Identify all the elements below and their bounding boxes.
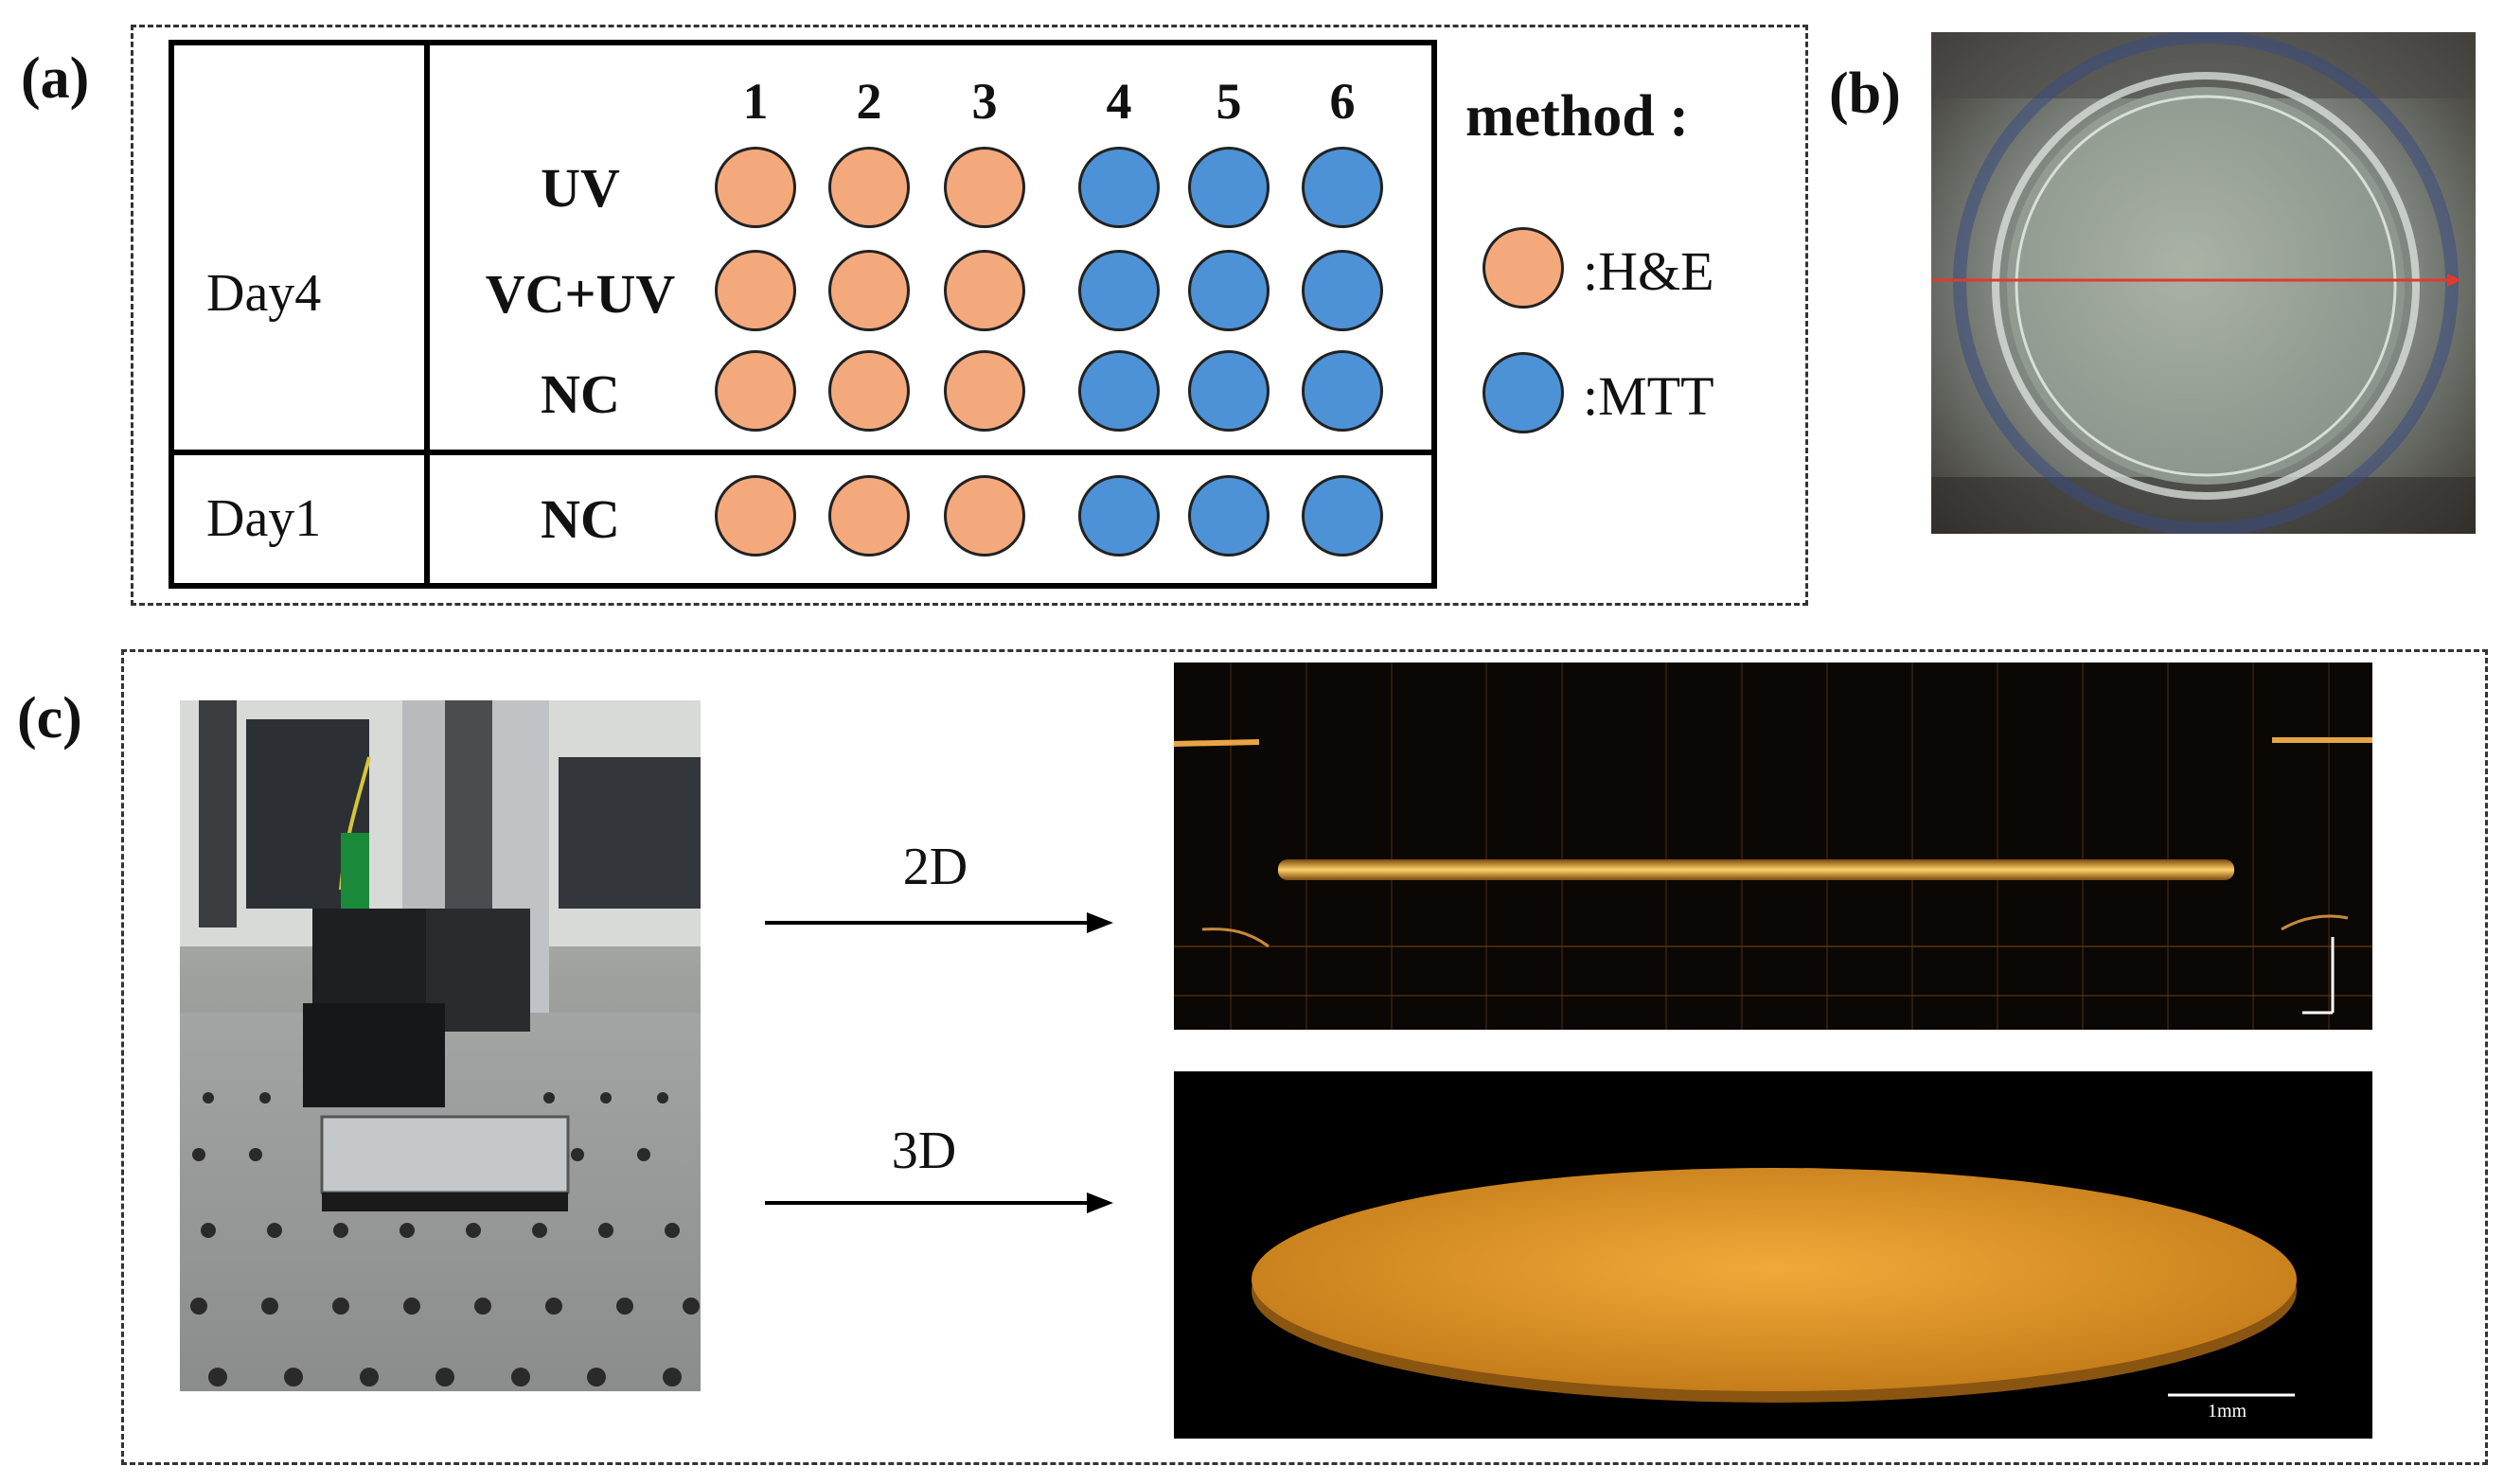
well-dot-he [944, 350, 1025, 432]
oct-3d-rendering-image: 1mm [1174, 1071, 2372, 1439]
well-dot-mtt [1188, 147, 1270, 228]
well-dot-he [828, 250, 910, 331]
well-dot-mtt [1188, 350, 1270, 432]
row-header-vc-uv: VC+UV [485, 263, 676, 325]
well-dot-mtt [1302, 475, 1383, 556]
sample-grid-table [169, 40, 1437, 589]
well-dot-he [715, 475, 796, 556]
well-dot-he [944, 147, 1025, 228]
legend-mtt-label: :MTT [1583, 365, 1714, 427]
petri-dish-photo [1931, 30, 2476, 536]
arrow-3d-label: 3D [891, 1122, 957, 1180]
column-header-6: 6 [1329, 73, 1356, 130]
column-header-1: 1 [742, 73, 769, 130]
well-dot-he [944, 475, 1025, 556]
well-dot-he [715, 147, 796, 228]
well-dot-mtt [1078, 250, 1160, 331]
column-header-3: 3 [971, 73, 998, 130]
well-dot-he [828, 475, 910, 556]
day1-label: Day1 [206, 489, 322, 548]
column-header-5: 5 [1216, 73, 1242, 130]
legend-he-label: :H&E [1583, 240, 1714, 302]
well-dot-he [828, 147, 910, 228]
well-dot-mtt [1188, 475, 1270, 556]
row-header-nc-day1: NC [541, 488, 620, 550]
table-horizontal-divider [169, 450, 1437, 455]
panel-a-frame [131, 25, 1808, 606]
well-dot-mtt [1302, 147, 1383, 228]
well-dot-mtt [1078, 147, 1160, 228]
row-header-uv: UV [541, 157, 620, 219]
column-header-2: 2 [856, 73, 882, 130]
arrow-3d [765, 1189, 1115, 1217]
legend-he-swatch [1483, 227, 1564, 309]
row-header-nc-day4: NC [541, 363, 620, 425]
well-dot-mtt [1302, 350, 1383, 432]
arrow-2d [765, 909, 1115, 937]
scale-bar-label: 1mm [2208, 1401, 2247, 1422]
panel-c-frame [121, 649, 2488, 1465]
panel-a-label: (a) [21, 46, 90, 111]
oct-device-photo [180, 700, 701, 1391]
legend-title: method : [1465, 84, 1689, 149]
panel-b-label: (b) [1829, 62, 1901, 126]
well-dot-mtt [1302, 250, 1383, 331]
table-vertical-divider [424, 40, 430, 589]
well-dot-mtt [1188, 250, 1270, 331]
well-dot-mtt [1078, 350, 1160, 432]
well-dot-he [828, 350, 910, 432]
day4-label: Day4 [206, 264, 322, 323]
panel-c-label: (c) [17, 686, 82, 751]
well-dot-he [715, 250, 796, 331]
legend-mtt-swatch [1483, 352, 1564, 433]
well-dot-he [715, 350, 796, 432]
column-header-4: 4 [1106, 73, 1132, 130]
oct-2d-bscan-image [1174, 662, 2372, 1030]
arrow-2d-label: 2D [902, 838, 968, 896]
well-dot-mtt [1078, 475, 1160, 556]
well-dot-he [944, 250, 1025, 331]
